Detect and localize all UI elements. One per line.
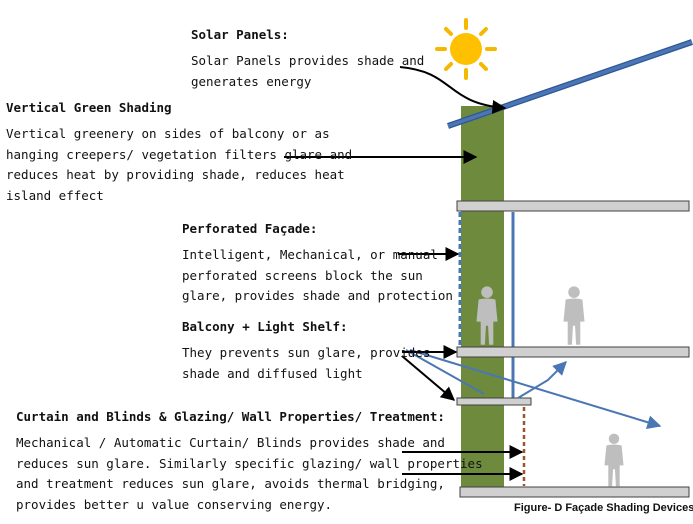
description-line: They prevents sun glare, provides (182, 345, 431, 360)
description-line: Mechanical / Automatic Curtain/ Blinds p… (16, 435, 445, 450)
description-line: hanging creepers/ vegetation filters gla… (6, 146, 353, 162)
vertical-green-heading: Vertical Green Shading (6, 100, 172, 115)
description-line: reduces heat by providing shade, reduces… (6, 167, 345, 182)
floor-slab-bottom (459, 486, 690, 498)
description-line: provides better u value conserving energ… (16, 496, 333, 512)
solar-panels-description: Solar Panels provides shade and generate… (191, 51, 424, 92)
description-line: Intelligent, Mechanical, or manual (182, 247, 438, 262)
description-line: perforated screens block the sun (182, 267, 423, 283)
balcony-light-shelf-annotation: Balcony + Light Shelf: They prevents sun… (182, 319, 430, 384)
sun-ray-arrows (405, 349, 662, 430)
curtain-blinds-description: Mechanical / Automatic Curtain/ Blinds p… (16, 433, 483, 515)
balcony-light-shelf-description: They prevents sun glare, provides shade … (182, 343, 430, 384)
solar-panels-annotation: Solar Panels: Solar Panels provides shad… (191, 27, 424, 92)
curtain-blinds-annotation: Curtain and Blinds & Glazing/ Wall Prope… (16, 409, 483, 515)
perforated-facade-description: Intelligent, Mechanical, or manual perfo… (182, 245, 453, 307)
vertical-green-annotation: Vertical Green Shading Vertical greenery… (6, 100, 352, 206)
light-shelf (456, 397, 532, 406)
floor-slab-middle (456, 346, 690, 358)
figure-caption: Figure- D Façade Shading Devices (514, 502, 693, 514)
description-line: Solar Panels provides shade and (191, 53, 425, 68)
vertical-green-description: Vertical greenery on sides of balcony or… (6, 124, 352, 206)
description-line: reduces sun glare. Similarly specific gl… (16, 455, 483, 471)
person-icon (563, 286, 585, 345)
description-line: glare, provides shade and protection (182, 288, 453, 303)
description-line: Vertical greenery on sides of balcony or… (6, 126, 330, 141)
solar-panel-roof (447, 39, 693, 129)
description-line: island effect (6, 187, 104, 203)
pointer-arrows (284, 66, 524, 481)
balcony-light-shelf-heading: Balcony + Light Shelf: (182, 319, 348, 334)
curtain-blinds-heading: Curtain and Blinds & Glazing/ Wall Prope… (16, 409, 445, 424)
floor-slab-top (456, 200, 690, 212)
perforated-facade-annotation: Perforated Façade: Intelligent, Mechanic… (182, 221, 453, 307)
sun-icon (435, 18, 497, 80)
description-line: shade and diffused light (182, 365, 363, 381)
person-icon (604, 433, 624, 487)
solar-panels-heading: Solar Panels: (191, 27, 289, 42)
description-line: generates energy (191, 73, 312, 89)
description-line: and treatment reduces sun glare, avoids … (16, 476, 445, 491)
vertical-greenery (461, 106, 504, 490)
perforated-facade-heading: Perforated Façade: (182, 221, 318, 236)
